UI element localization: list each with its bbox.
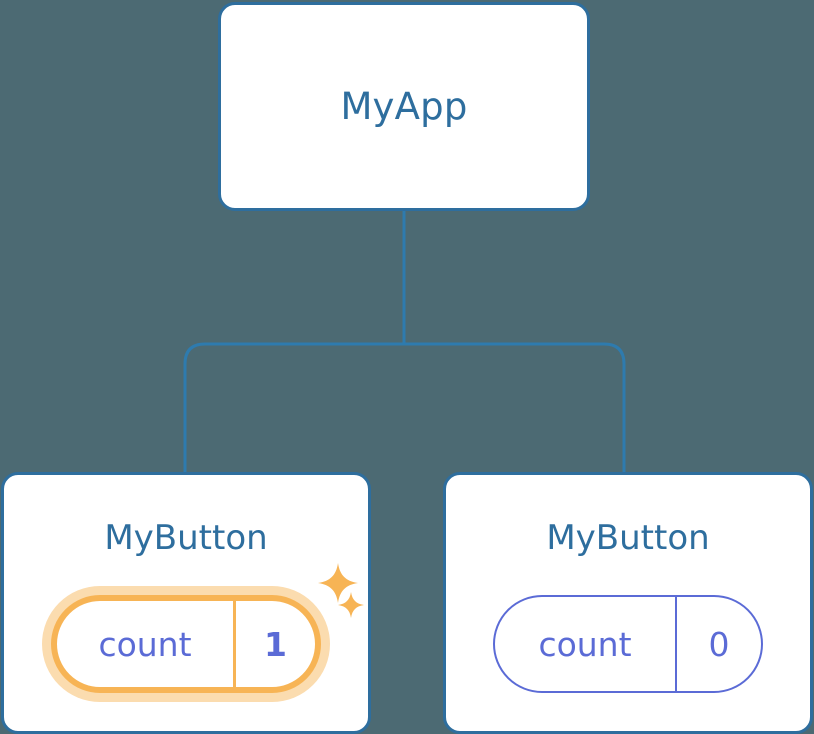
node-mybutton-1-label: MyButton xyxy=(104,518,268,558)
node-mybutton-2[interactable]: MyButton count 0 xyxy=(443,472,813,734)
node-myapp[interactable]: MyApp xyxy=(218,2,590,211)
state-pill-divider-1 xyxy=(233,601,236,687)
node-myapp-label: MyApp xyxy=(340,85,468,128)
node-mybutton-2-label: MyButton xyxy=(546,518,710,558)
state-pill-divider-2 xyxy=(675,597,677,691)
state-pill-1[interactable]: count 1 xyxy=(51,595,321,693)
state-value-1: 1 xyxy=(264,624,287,664)
state-pill-wrapper-1: count 1 xyxy=(4,595,368,693)
node-mybutton-1[interactable]: MyButton count 1 xyxy=(1,472,371,734)
connector-child-bus xyxy=(183,342,626,472)
state-key-2: count xyxy=(538,624,632,664)
state-key-1: count xyxy=(98,624,192,664)
state-pill-2[interactable]: count 0 xyxy=(493,595,763,693)
state-pill-wrapper-2: count 0 xyxy=(446,595,810,693)
state-value-2: 0 xyxy=(708,624,730,664)
